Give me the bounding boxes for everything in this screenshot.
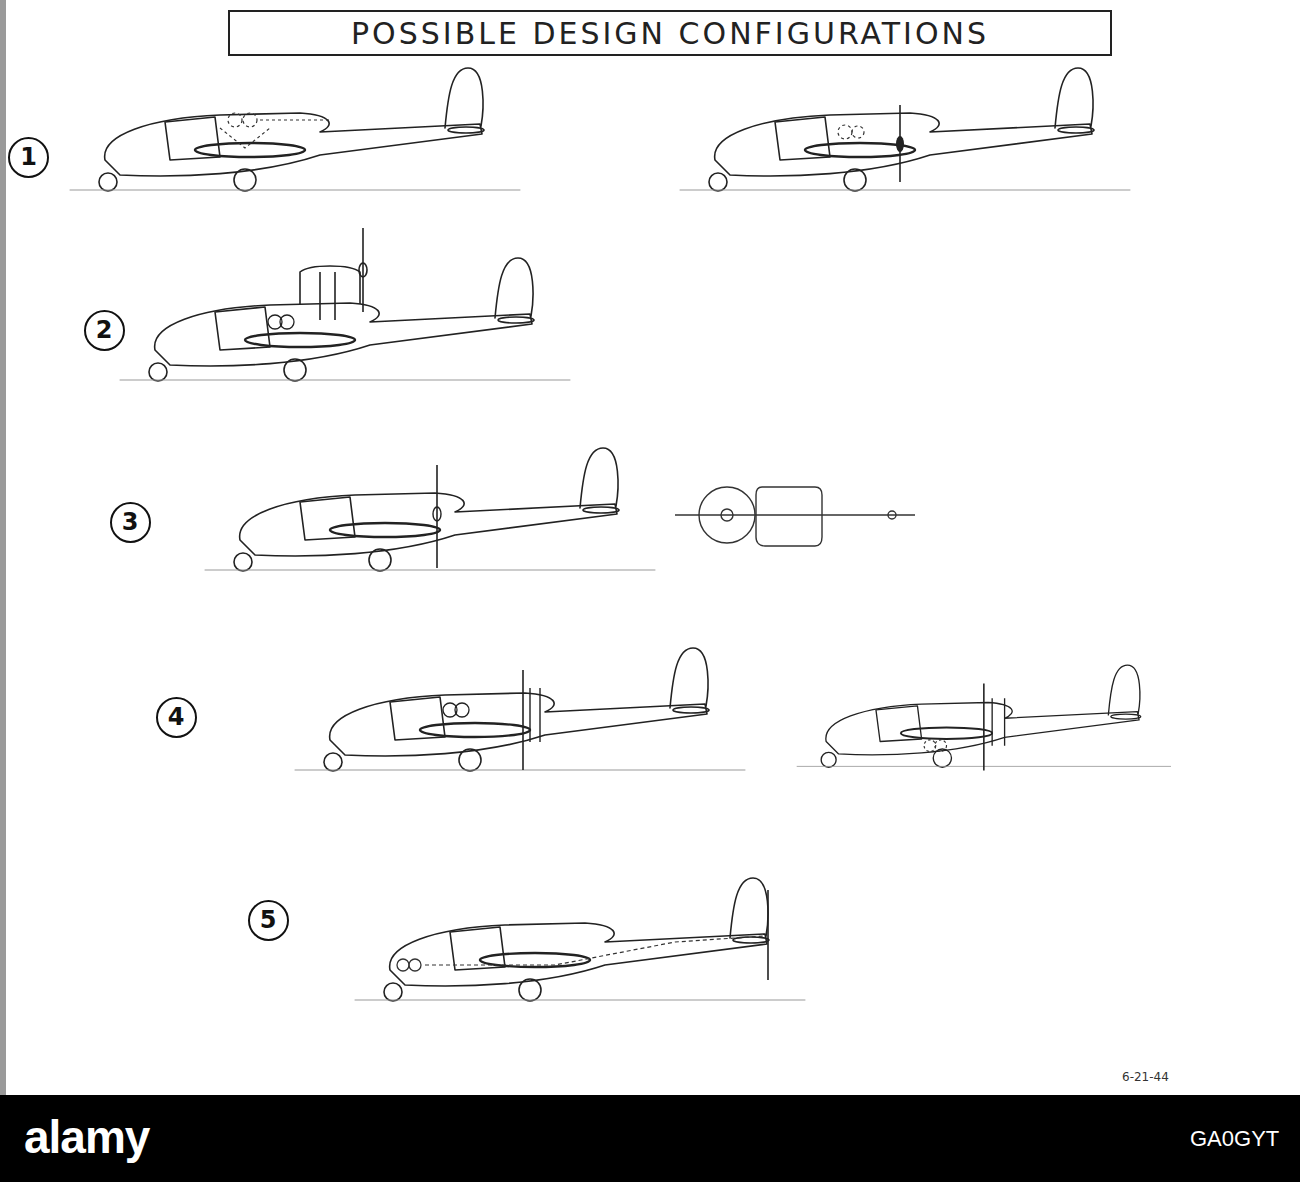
date-note: 6-21-44 [1122, 1070, 1169, 1084]
callout-number: 2 [96, 318, 113, 342]
callout-number: 5 [260, 908, 277, 932]
callout-circle: 3 [110, 502, 151, 543]
watermark-bar [0, 1095, 1300, 1182]
callout-circle: 5 [248, 900, 289, 941]
callout-circle: 2 [84, 310, 125, 351]
callout-circle: 4 [156, 697, 197, 738]
image-code: GA0GYT [1190, 1126, 1279, 1152]
callout-number: 4 [168, 705, 185, 729]
callout-number: 1 [20, 145, 37, 169]
watermark-logo: alamy [24, 1110, 149, 1164]
diagram-title: POSSIBLE DESIGN CONFIGURATIONS [351, 16, 989, 51]
title-box: POSSIBLE DESIGN CONFIGURATIONS [228, 10, 1112, 56]
callout-circle: 1 [8, 137, 49, 178]
callout-number: 3 [122, 510, 139, 534]
